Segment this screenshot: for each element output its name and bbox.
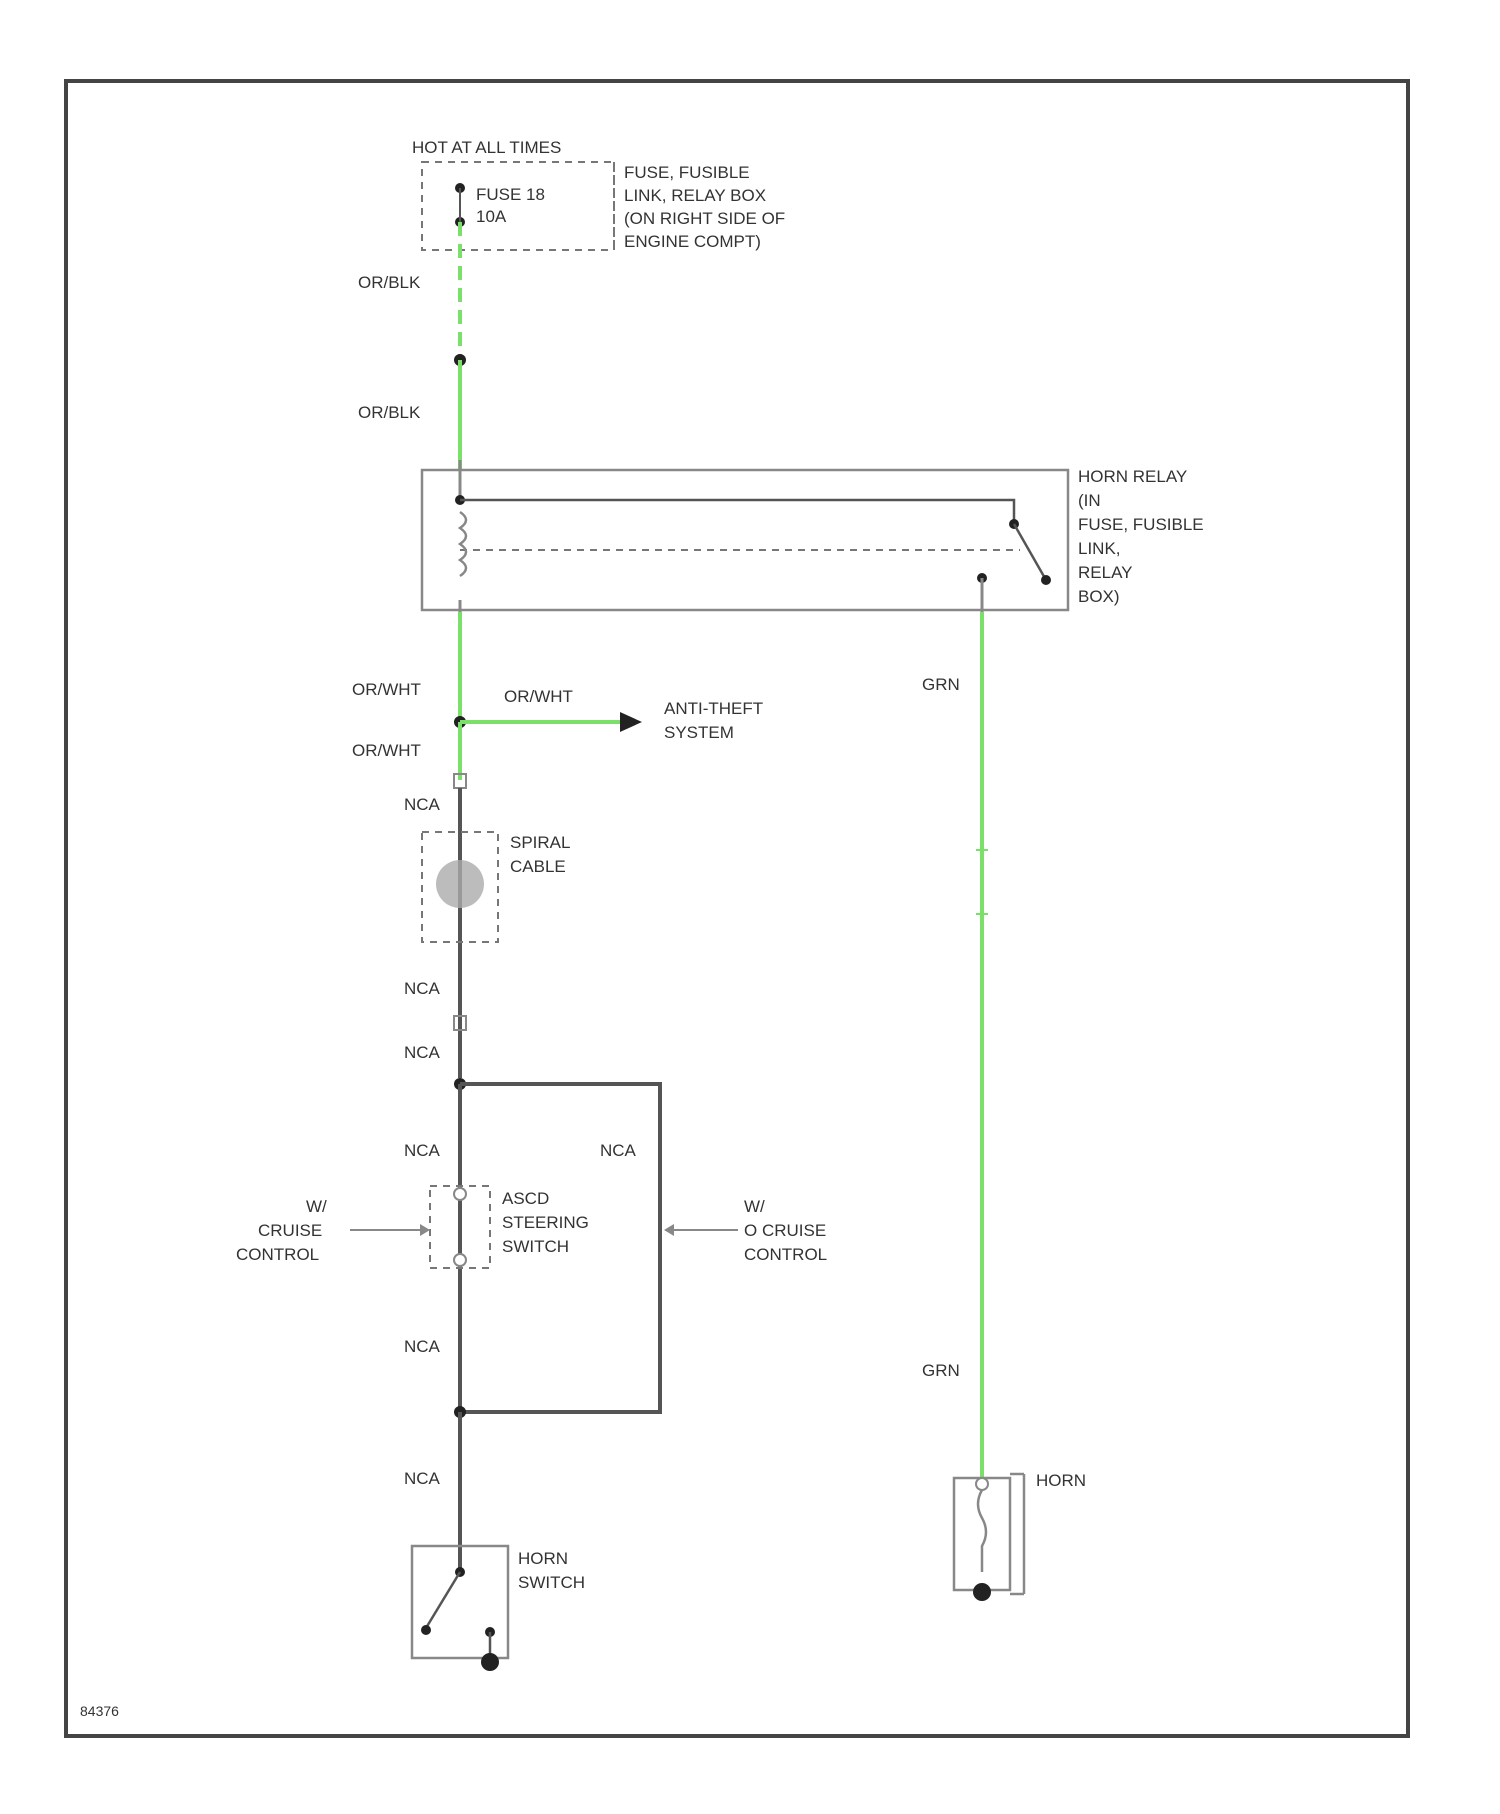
horn-relay-label-1: HORN RELAY [1078,467,1187,486]
steering-switch-label-2: STEERING [502,1213,589,1232]
cruise-left-label-1: W/ [306,1197,327,1216]
fuse-box-outline [422,162,614,250]
wire-or-blk-label-2: OR/BLK [358,403,421,422]
horn-switch-pivot [421,1625,431,1635]
nca-label-2: NCA [404,979,441,998]
horn-terminal [976,1478,988,1490]
fuse-box-label-1: FUSE, FUSIBLE [624,163,750,182]
nca-label-5: NCA [600,1141,637,1160]
wire-or-blk-label-1: OR/BLK [358,273,421,292]
nca-label-6: NCA [404,1337,441,1356]
horn-relay-box [422,470,1068,610]
anti-theft-label-2: SYSTEM [664,723,734,742]
horn-ground-icon [973,1583,991,1601]
cruise-right-label-3: CONTROL [744,1245,827,1264]
hot-at-all-times-label: HOT AT ALL TIMES [412,138,561,157]
relay-switch-arm [1014,524,1046,580]
fuse-rating-label: 10A [476,207,507,226]
spiral-cable-label-2: CABLE [510,857,566,876]
nca-label-3: NCA [404,1043,441,1062]
cruise-left-arrow-icon [420,1224,430,1236]
horn-switch-label-2: SWITCH [518,1573,585,1592]
note-id-label: 84376 [80,1703,119,1719]
wire-or-wht-label-3: OR/WHT [352,741,421,760]
horn-coil [978,1490,986,1572]
steering-switch-label-1: ASCD [502,1189,549,1208]
cruise-right-label-2: O CRUISE [744,1221,826,1240]
anti-theft-arrow-icon [620,712,642,732]
horn-relay-label-4: LINK, [1078,539,1121,558]
ascd-terminal-bottom [454,1254,466,1266]
nca-label-7: NCA [404,1469,441,1488]
horn-relay-label-3: FUSE, FUSIBLE [1078,515,1204,534]
horn-switch-arm [426,1572,460,1628]
relay-switch-feed [460,500,1014,520]
cruise-left-label-3: CONTROL [236,1245,319,1264]
fuse-box-label-4: ENGINE COMPT) [624,232,761,251]
horn-label: HORN [1036,1471,1086,1490]
wire-grn-label-1: GRN [922,675,960,694]
fuse-box-label-3: (ON RIGHT SIDE OF [624,209,785,228]
horn-relay-label-5: RELAY [1078,563,1133,582]
cruise-right-label-1: W/ [744,1197,765,1216]
horn-switch-label-1: HORN [518,1549,568,1568]
horn-switch-ground-icon [481,1653,499,1671]
anti-theft-label-1: ANTI-THEFT [664,699,763,718]
spiral-cable-label-1: SPIRAL [510,833,570,852]
fuse-box-label-2: LINK, RELAY BOX [624,186,766,205]
relay-coil [460,512,466,576]
diagram-frame [66,81,1408,1736]
horn-body [954,1478,1010,1590]
cruise-left-label-2: CRUISE [258,1221,322,1240]
wire-or-wht-label-2: OR/WHT [504,687,573,706]
fuse-name-label: FUSE 18 [476,185,545,204]
horn-relay-label-2: (IN [1078,491,1101,510]
steering-switch-label-3: SWITCH [502,1237,569,1256]
horn-relay-label-6: BOX) [1078,587,1120,606]
wire-grn-label-2: GRN [922,1361,960,1380]
nca-label-4: NCA [404,1141,441,1160]
cruise-right-arrow-icon [664,1224,674,1236]
relay-switch-contact [1041,575,1051,585]
nca-label-1: NCA [404,795,441,814]
ascd-terminal-top [454,1188,466,1200]
wire-or-wht-label-1: OR/WHT [352,680,421,699]
